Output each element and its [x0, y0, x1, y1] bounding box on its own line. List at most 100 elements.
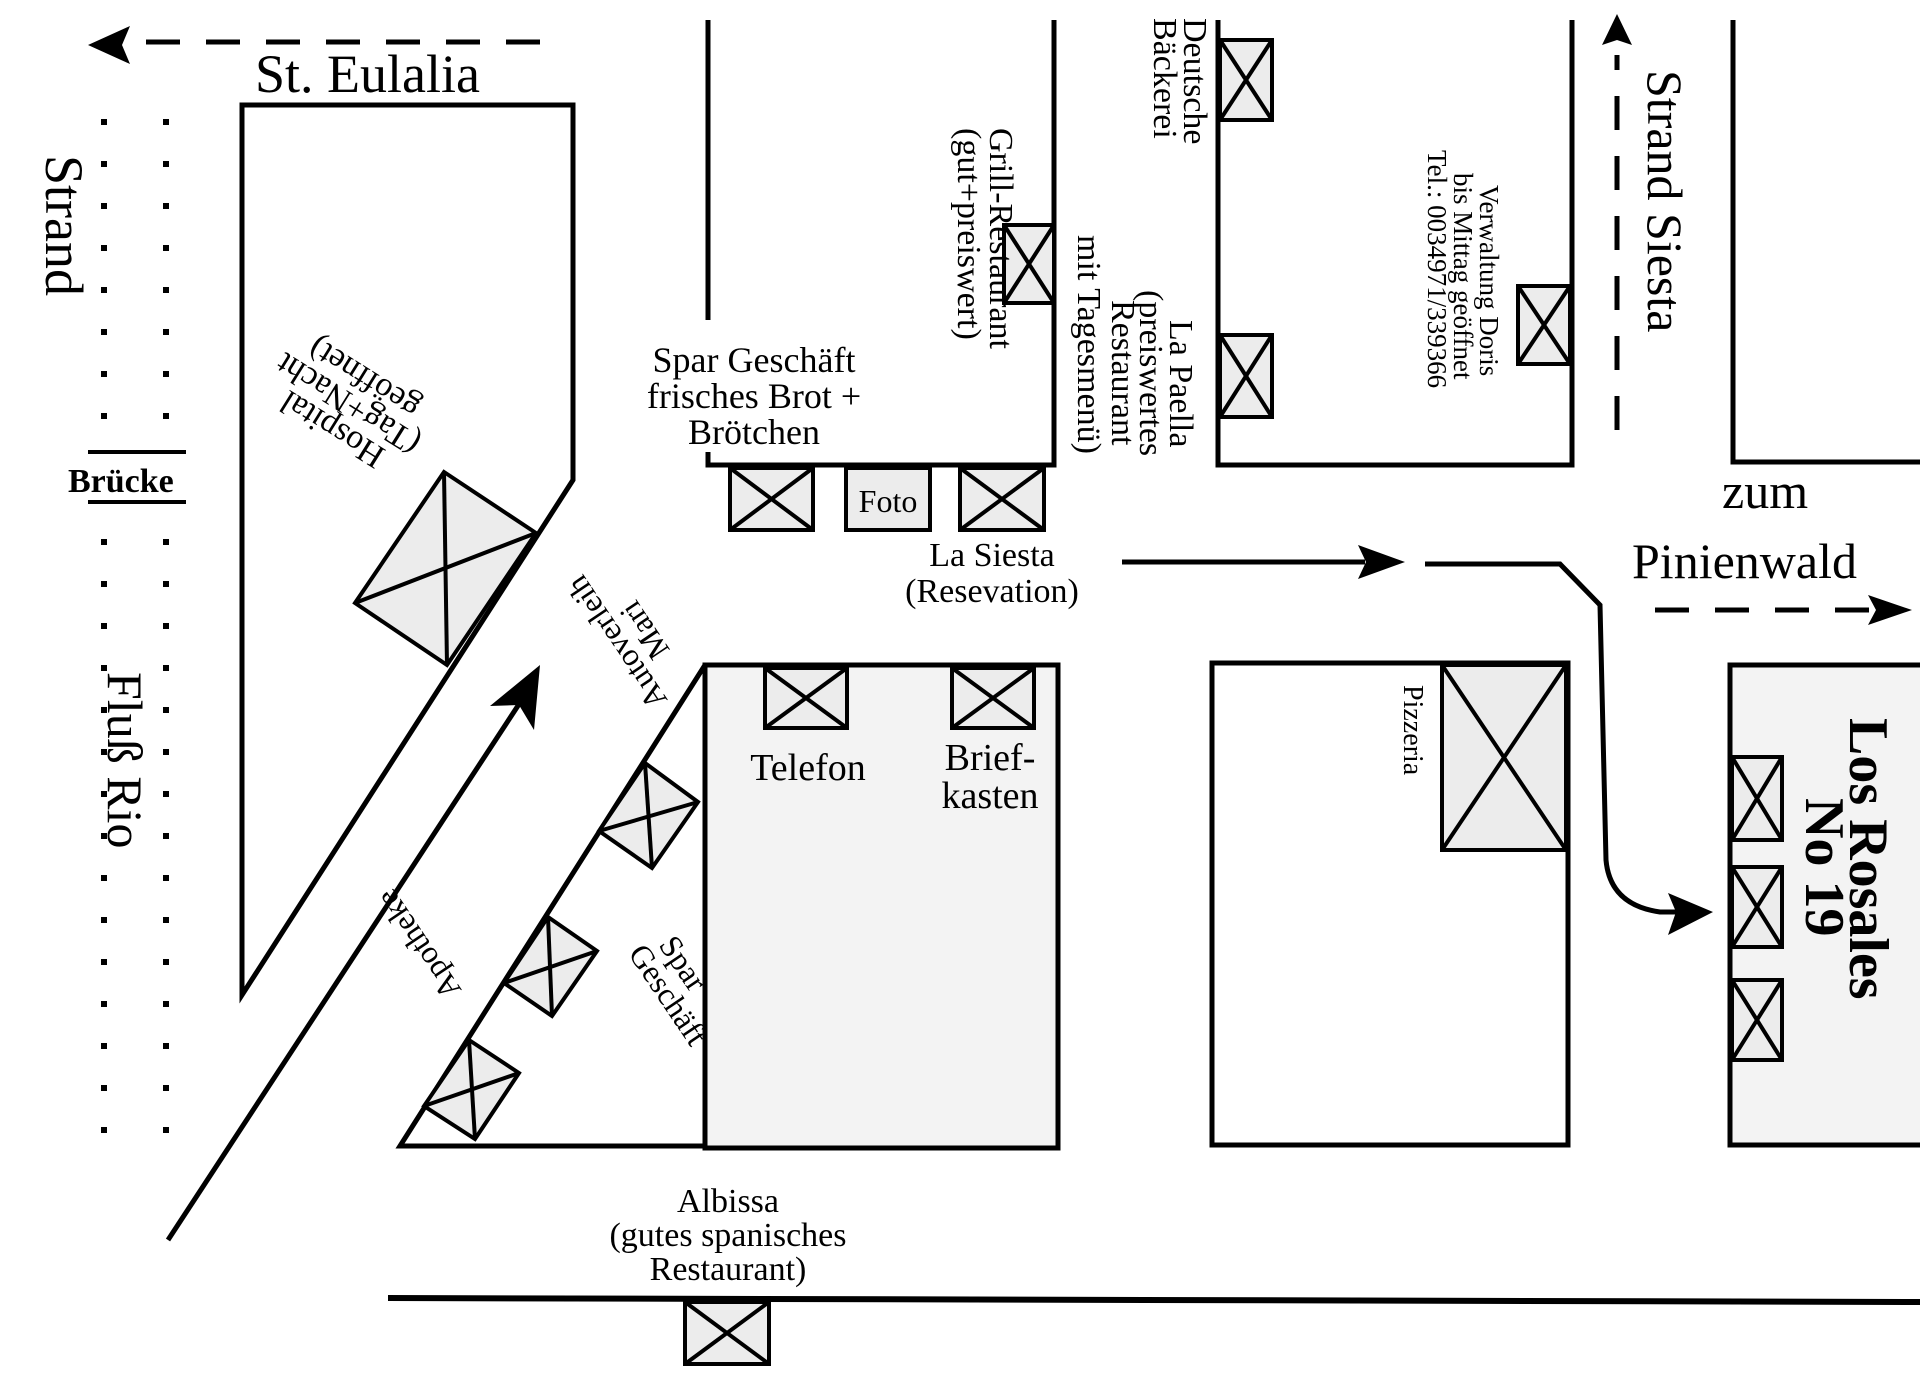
svg-text:Foto: Foto — [859, 483, 918, 519]
river-dot — [163, 749, 169, 755]
building-verwaltung — [1516, 284, 1572, 366]
street-label-strand-siesta: Strand Siesta — [1637, 70, 1693, 332]
river-dot — [163, 119, 169, 125]
pinienwald-label-line2: Pinienwald — [1632, 533, 1857, 589]
la-paella-label: La Paella (preiswertes Restaurant mit Ta… — [1070, 235, 1199, 456]
river-dot — [163, 665, 169, 671]
river-dot — [101, 119, 107, 125]
svg-text:Restaurant): Restaurant) — [650, 1251, 807, 1288]
svg-text:mit Tagesmenü): mit Tagesmenü) — [1070, 235, 1107, 454]
svg-text:La Siesta: La Siesta — [929, 537, 1055, 574]
river-dot — [163, 329, 169, 335]
river-dot — [163, 1001, 169, 1007]
river-dot — [163, 287, 169, 293]
street-edge-bottom — [387, 1295, 1920, 1305]
river-dot — [163, 539, 169, 545]
svg-text:(Resevation): (Resevation) — [905, 573, 1079, 610]
river-dot — [163, 203, 169, 209]
river-dot — [163, 1127, 169, 1133]
building-destination-1 — [1730, 755, 1784, 842]
building-autoverleih — [596, 760, 701, 871]
river-dot — [101, 875, 107, 881]
svg-text:bis Mittag geöffnet: bis Mittag geöffnet — [1448, 173, 1478, 380]
river-dot — [163, 791, 169, 797]
apotheke-label: Apotheke — [368, 883, 467, 1006]
river-dot — [163, 371, 169, 377]
building-destination-2 — [1730, 865, 1784, 949]
svg-text:Grill-Restaurant: Grill-Restaurant — [982, 128, 1019, 349]
river-dot — [163, 413, 169, 419]
river-dot — [163, 959, 169, 965]
river-dot — [101, 917, 107, 923]
arrow-up-right-icon — [490, 665, 540, 730]
river-dot — [101, 413, 107, 419]
verwaltung-label: Verwaltung Doris bis Mittag geöffnet Tel… — [1422, 150, 1504, 388]
svg-text:kasten: kasten — [941, 775, 1038, 817]
building-briefkasten — [950, 666, 1036, 730]
svg-text:Spar Geschäft: Spar Geschäft — [653, 340, 856, 380]
building-baeckerei — [1218, 38, 1274, 122]
telefon-label: Telefon — [750, 747, 866, 789]
route-arrow-diagonal — [165, 693, 528, 1242]
river-dot — [101, 959, 107, 965]
arrow-right-icon — [1868, 595, 1912, 625]
baeckerei-label: Deutsche Bäckerei — [1146, 18, 1213, 145]
river-dot — [101, 791, 107, 797]
pizzeria-label: Pizzeria — [1397, 685, 1428, 776]
river-dot — [101, 707, 107, 713]
svg-text:Restaurant: Restaurant — [1104, 300, 1141, 446]
hospital-label: Hospital (Tag+Nacht geöffnet) — [269, 329, 427, 475]
river-dot — [101, 1085, 107, 1091]
bridge-label: Brücke — [68, 463, 174, 500]
block-top-right — [1730, 20, 1920, 465]
building-la-siesta — [958, 466, 1046, 532]
river-dot — [101, 203, 107, 209]
spar-top-label: Spar Geschäft frisches Brot + Brötchen — [647, 340, 861, 452]
river-dot — [163, 1085, 169, 1091]
river-dot — [101, 329, 107, 335]
river-dot — [163, 875, 169, 881]
arrow-up-icon — [1602, 14, 1632, 45]
building-telefon — [763, 666, 849, 730]
svg-text:(preiswertes: (preiswertes — [1132, 290, 1169, 456]
river-dot — [163, 581, 169, 587]
building-destination-3 — [1730, 978, 1784, 1062]
arrow-right-icon — [1668, 893, 1713, 935]
building-spar-bottom — [501, 914, 600, 1019]
river-dot — [163, 917, 169, 923]
block-hospital — [239, 102, 576, 1004]
svg-text:Albissa: Albissa — [677, 1183, 779, 1220]
building-hospital — [352, 469, 539, 668]
street-label-st-eulalia: St. Eulalia — [255, 44, 480, 104]
svg-text:No 19: No 19 — [1793, 798, 1855, 936]
svg-text:Deutsche: Deutsche — [1176, 18, 1213, 145]
building-foto: Foto — [844, 466, 932, 532]
svg-text:frisches Brot +: frisches Brot + — [647, 376, 861, 416]
river-dot — [163, 623, 169, 629]
beach-label: Strand — [34, 155, 94, 296]
river-label: Fluß Rio — [97, 672, 153, 848]
building-grill-restaurant — [1002, 223, 1056, 305]
river-dot — [101, 1001, 107, 1007]
svg-text:(gutes spanisches: (gutes spanisches — [609, 1217, 846, 1254]
svg-text:Bäckerei: Bäckerei — [1146, 18, 1183, 139]
arrow-left-icon — [88, 26, 130, 64]
river-dot — [101, 1043, 107, 1049]
river-dot — [101, 665, 107, 671]
direction-arrow-st-eulalia — [88, 26, 540, 64]
river-dots — [101, 119, 169, 1133]
destination-label: Los Rosales No 19 — [1793, 718, 1899, 1000]
block-telefon — [702, 662, 1061, 1151]
building-albissa — [683, 1300, 771, 1366]
svg-text:Tel.: 0034971/339366: Tel.: 0034971/339366 — [1422, 150, 1452, 388]
arrow-right-icon — [1358, 545, 1405, 579]
la-siesta-label: La Siesta (Resevation) — [905, 537, 1079, 610]
route-arrow-segment-2 — [1425, 561, 1680, 915]
river-dot — [101, 623, 107, 629]
river-dot — [101, 1127, 107, 1133]
svg-text:Verwaltung Doris: Verwaltung Doris — [1474, 185, 1504, 376]
river-dot — [163, 1043, 169, 1049]
building-spar-top — [728, 466, 815, 532]
svg-text:Brötchen: Brötchen — [688, 412, 820, 452]
